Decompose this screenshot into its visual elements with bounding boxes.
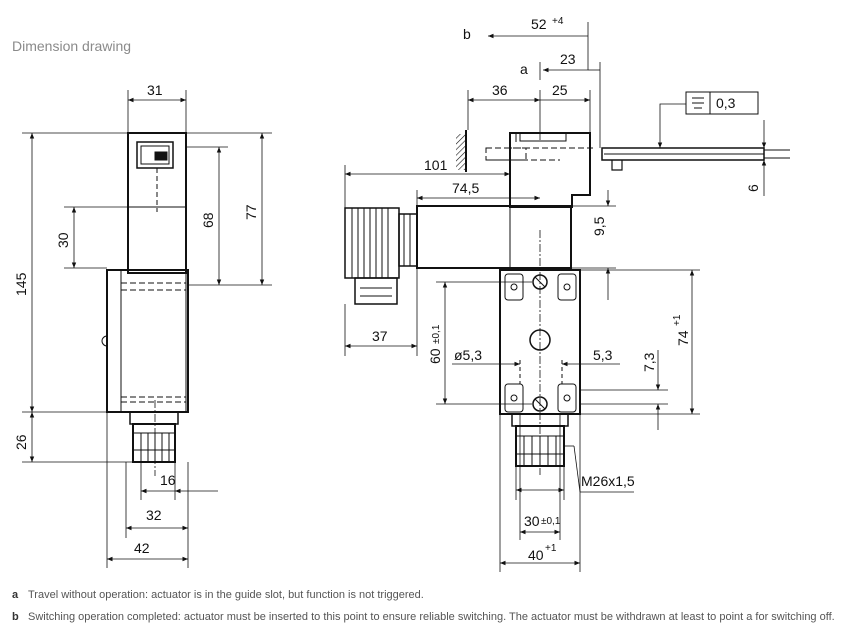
dim-60: 60 [427,348,443,364]
footnote-a-key: a [12,589,19,601]
dim-74-tolerance: +1 [672,314,683,326]
label-a: a [520,61,528,77]
dim-60-tolerance: ±0,1 [431,324,442,344]
dim-42: 42 [134,540,150,556]
dim-101: 101 [424,157,448,173]
dim-32: 32 [146,507,162,523]
flatness-value: 0,3 [716,95,736,111]
footnote-a-text: Travel without operation: actuator is in… [28,589,424,601]
dim-30-left: 30 [55,232,71,248]
dim-52: 52 [531,16,547,32]
footnote-b: b Switching operation completed: actuator… [12,606,835,628]
dim-40-tolerance: +1 [545,543,557,554]
dim-31: 31 [147,82,163,98]
dim-68: 68 [200,212,216,228]
dim-23: 23 [560,51,576,67]
dim-37: 37 [372,328,388,344]
dim-74-5: 74,5 [452,180,479,196]
dimension-drawing: 31 145 30 68 77 26 16 32 42 b 52 +4 a 23… [13,16,790,572]
dim-77: 77 [243,204,259,220]
label-b: b [463,26,471,42]
dim-40: 40 [528,547,544,563]
footnote-a: a Travel without operation: actuator is i… [12,584,835,606]
footnote-b-text: Switching operation completed: actuator … [28,611,835,623]
dim-6: 6 [745,184,761,192]
dim-9-5: 9,5 [591,216,607,236]
dim-36: 36 [492,82,508,98]
dim-74: 74 [675,330,691,346]
dim-30-right: 30 [524,513,540,529]
dim-25: 25 [552,82,568,98]
side-view [101,132,189,476]
thread-m26: M26x1,5 [581,473,635,489]
flatness-tolerance-box [685,91,759,115]
drawing-title: Dimension drawing [12,38,132,54]
footnote-b-key: b [12,611,19,623]
dimension-labels: 31 145 30 68 77 26 16 32 42 b 52 +4 a 23… [13,16,761,563]
dim-145: 145 [13,272,29,296]
front-view-dimensions [344,22,767,572]
dim-16: 16 [160,472,176,488]
dim-7-3: 7,3 [641,352,657,372]
dim-5-3: 5,3 [593,347,613,363]
dim-52-tolerance: +4 [552,16,564,27]
side-view-dimensions [22,90,272,568]
front-view [344,130,790,475]
footnotes: a Travel without operation: actuator is i… [12,584,835,628]
dim-30-right-tolerance: ±0,1 [541,516,561,527]
dim-phi-5-3: ø5,3 [454,347,482,363]
dim-26: 26 [13,434,29,450]
